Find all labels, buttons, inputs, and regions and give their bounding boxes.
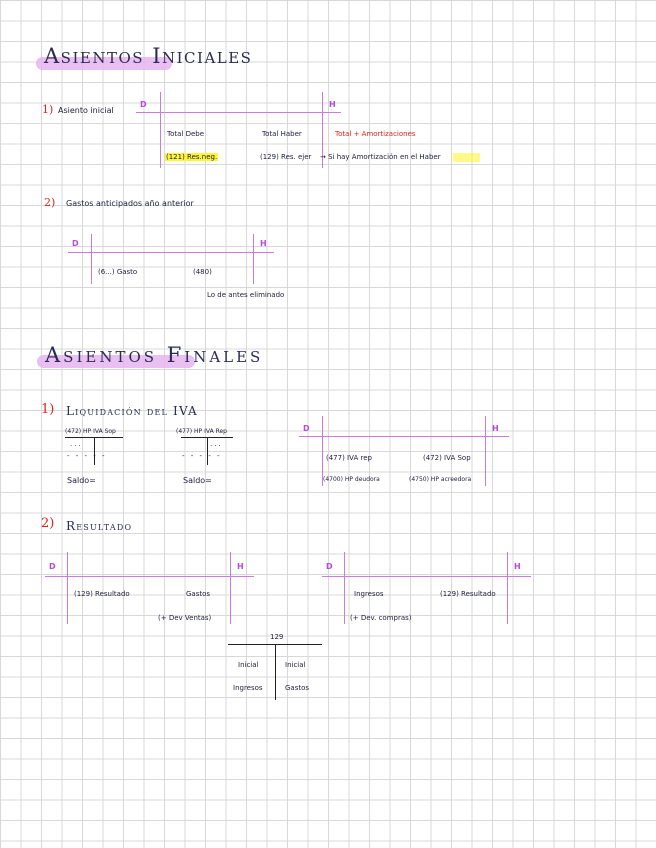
haber-highlight (453, 153, 480, 162)
initial-item1-left-line (160, 92, 161, 168)
initial-item1-res-neg: (121) Res.neg. (165, 153, 219, 161)
iva-sop-line: (472) IVA Sop (423, 454, 471, 462)
final-item2-number: 2) (41, 516, 55, 531)
res-right-h-mark: H (514, 562, 521, 571)
res-right-d-mark: D (326, 562, 333, 571)
initial-title: Asientos Iniciales (44, 44, 253, 68)
iva-sop-dots: ... (70, 440, 83, 448)
final-item1-d-mark: D (303, 424, 310, 433)
taccount-129-title: 129 (270, 633, 284, 641)
iva-rep-dash: - - - - - (182, 452, 222, 460)
initial-item1-h-mark: H (329, 100, 336, 109)
title-highlight (36, 57, 172, 70)
final-item1-h-mark: H (492, 424, 499, 433)
initial-item1-note-amort: → Si hay Amortización en el Haber (320, 153, 441, 161)
initial-item1-res-ejer: (129) Res. ejer (260, 153, 312, 161)
final-item1-title: Liquidación del IVA (66, 404, 198, 418)
res-left-dev-ventas: (+ Dev Ventas) (158, 614, 212, 622)
final-item1-number: 1) (41, 402, 55, 417)
res-right-left-line (344, 552, 345, 624)
initial-item2-number: 2) (44, 196, 56, 209)
taccount-129-left-2: Ingresos (233, 684, 263, 692)
initial-item2-right-line (253, 234, 254, 284)
iva-rep-dots: ... (210, 440, 223, 448)
final-title: Asientos Finales (45, 343, 264, 367)
res-right-right-line (507, 552, 508, 624)
iva-sop-dash: - - - - - (67, 452, 107, 460)
initial-item2-title: Gastos anticipados año anterior (66, 199, 194, 208)
initial-item1-total-debe: Total Debe (167, 130, 205, 138)
initial-item2-left-line (91, 234, 92, 284)
res-left-right-line (230, 552, 231, 624)
title-highlight (37, 355, 195, 368)
res-left-h-mark: H (237, 562, 244, 571)
final-item1-right-line (485, 416, 486, 486)
res-right-ingresos: Ingresos (354, 590, 384, 598)
taccount-129-right-2: Gastos (285, 684, 310, 692)
initial-item1-res-neg-text: (121) Res.neg. (165, 153, 219, 161)
initial-item1-right-line (322, 92, 323, 168)
initial-item1-total-haber: Total Haber (262, 130, 302, 138)
hp-acreedora-line: (4750) HP acreedora (409, 476, 472, 483)
res-left-d-mark: D (49, 562, 56, 571)
res-right-resultado: (129) Resultado (440, 590, 496, 598)
initial-item2-d-mark: D (72, 239, 79, 248)
iva-rep-title: (477) HP IVA Rep (176, 428, 227, 435)
initial-item1-note-total: Total + Amortizaciones (335, 130, 416, 138)
res-left-left-line (67, 552, 68, 624)
res-left-resultado: (129) Resultado (74, 590, 130, 598)
res-left-gastos: Gastos (186, 590, 211, 598)
final-item1-left-line (322, 416, 323, 486)
taccount-129-center-line (275, 644, 276, 700)
initial-item1-top-line (136, 112, 341, 113)
initial-item2-cuenta: (480) (193, 268, 212, 276)
iva-rep-center-line (207, 437, 208, 465)
final-item2-title: Resultado (66, 519, 133, 533)
res-left-top-line (45, 576, 254, 577)
initial-item2-note: Lo de antes eliminado (207, 291, 285, 299)
initial-item1-title: Asiento inicial (58, 106, 114, 115)
hp-deudora-line: (4700) HP deudora (323, 476, 380, 483)
final-item1-top-line (299, 436, 509, 437)
iva-sop-title: (472) HP IVA Sop (65, 428, 116, 435)
taccount-129-right-1: Inicial (285, 661, 306, 669)
initial-item1-d-mark: D (140, 100, 147, 109)
res-right-dev-compras: (+ Dev. compras) (350, 614, 412, 622)
initial-item2-top-line (68, 252, 274, 253)
iva-rep-line: (477) IVA rep (326, 454, 372, 462)
initial-item2-gasto: (6...) Gasto (98, 268, 138, 276)
res-right-top-line (322, 576, 531, 577)
taccount-129-left-1: Inicial (238, 661, 259, 669)
iva-rep-saldo: Saldo= (183, 476, 212, 485)
initial-item1-number: 1) (42, 103, 54, 116)
iva-sop-saldo: Saldo= (67, 476, 96, 485)
iva-sop-center-line (94, 437, 95, 465)
initial-item2-h-mark: H (260, 239, 267, 248)
